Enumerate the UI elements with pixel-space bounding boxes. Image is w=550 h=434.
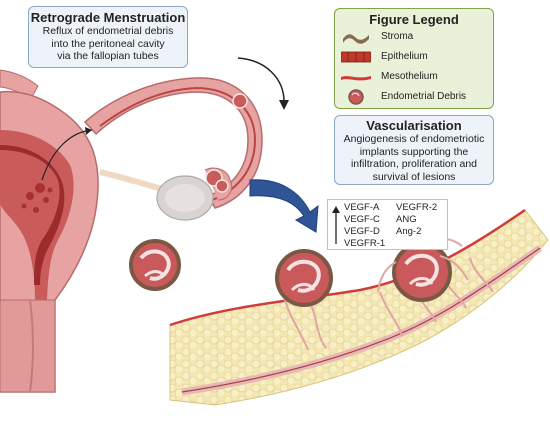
transition-arrow-icon bbox=[249, 179, 319, 233]
tube-debris bbox=[205, 93, 248, 193]
legend-item-stroma: Stroma bbox=[341, 27, 487, 47]
vascularisation-title: Vascularisation bbox=[366, 118, 462, 133]
factor-label: Ang-2 bbox=[396, 226, 422, 237]
vascularisation-line: infiltration, proliferation and bbox=[350, 158, 478, 170]
vascularisation-box: Vascularisation Angiogenesis of endometr… bbox=[334, 115, 494, 185]
retrograde-line: via the fallopian tubes bbox=[57, 50, 159, 62]
vascularisation-line: survival of lesions bbox=[372, 170, 456, 183]
legend-title: Figure Legend bbox=[369, 12, 459, 27]
factor-label: VEGF-A bbox=[344, 202, 380, 213]
uterus bbox=[0, 69, 263, 393]
debris-implant-2 bbox=[275, 249, 333, 307]
legend-label: Mesothelium bbox=[381, 71, 438, 82]
endometrial-debris-icon bbox=[348, 89, 364, 105]
legend-item-mesothelium: Mesothelium bbox=[341, 67, 487, 87]
stroma-icon bbox=[343, 34, 369, 44]
legend-item-epithelium: Epithelium bbox=[341, 47, 487, 67]
retrograde-line: into the peritoneal cavity bbox=[51, 37, 165, 50]
retrograde-line: Reflux of endometrial debris bbox=[42, 25, 174, 37]
legend-item-endometrial-debris: Endometrial Debris bbox=[341, 87, 487, 107]
legend-label: Endometrial Debris bbox=[381, 91, 467, 102]
factor-label: VEGFR-2 bbox=[396, 202, 438, 213]
debris-implant-1 bbox=[129, 239, 181, 291]
factor-label: VEGF-D bbox=[344, 226, 380, 237]
retrograde-title: Retrograde Menstruation bbox=[30, 10, 186, 25]
vascularisation-line: Angiogenesis of endometriotic bbox=[343, 133, 485, 145]
angiogenic-factors-box: VEGF-A VEGF-C VEGF-D VEGFR-1 VEGFR-2 ANG… bbox=[327, 199, 448, 250]
vascularisation-line: implants supporting the bbox=[359, 145, 469, 158]
mesothelium-icon bbox=[341, 76, 371, 81]
epithelium-icon bbox=[341, 51, 371, 63]
legend-label: Epithelium bbox=[381, 51, 428, 62]
up-arrow-icon bbox=[332, 206, 340, 244]
debris-implant-3 bbox=[377, 238, 469, 302]
retrograde-menstruation-box: Retrograde Menstruation Reflux of endome… bbox=[28, 6, 188, 68]
legend-label: Stroma bbox=[381, 31, 414, 42]
figure-legend-box: Figure Legend Stroma Epithelium Mesothel… bbox=[334, 8, 494, 109]
factor-label: VEGFR-1 bbox=[344, 238, 386, 249]
reflux-arrow-icon bbox=[237, 57, 289, 110]
factor-label: VEGF-C bbox=[344, 214, 380, 225]
factor-label: ANG bbox=[396, 214, 417, 225]
